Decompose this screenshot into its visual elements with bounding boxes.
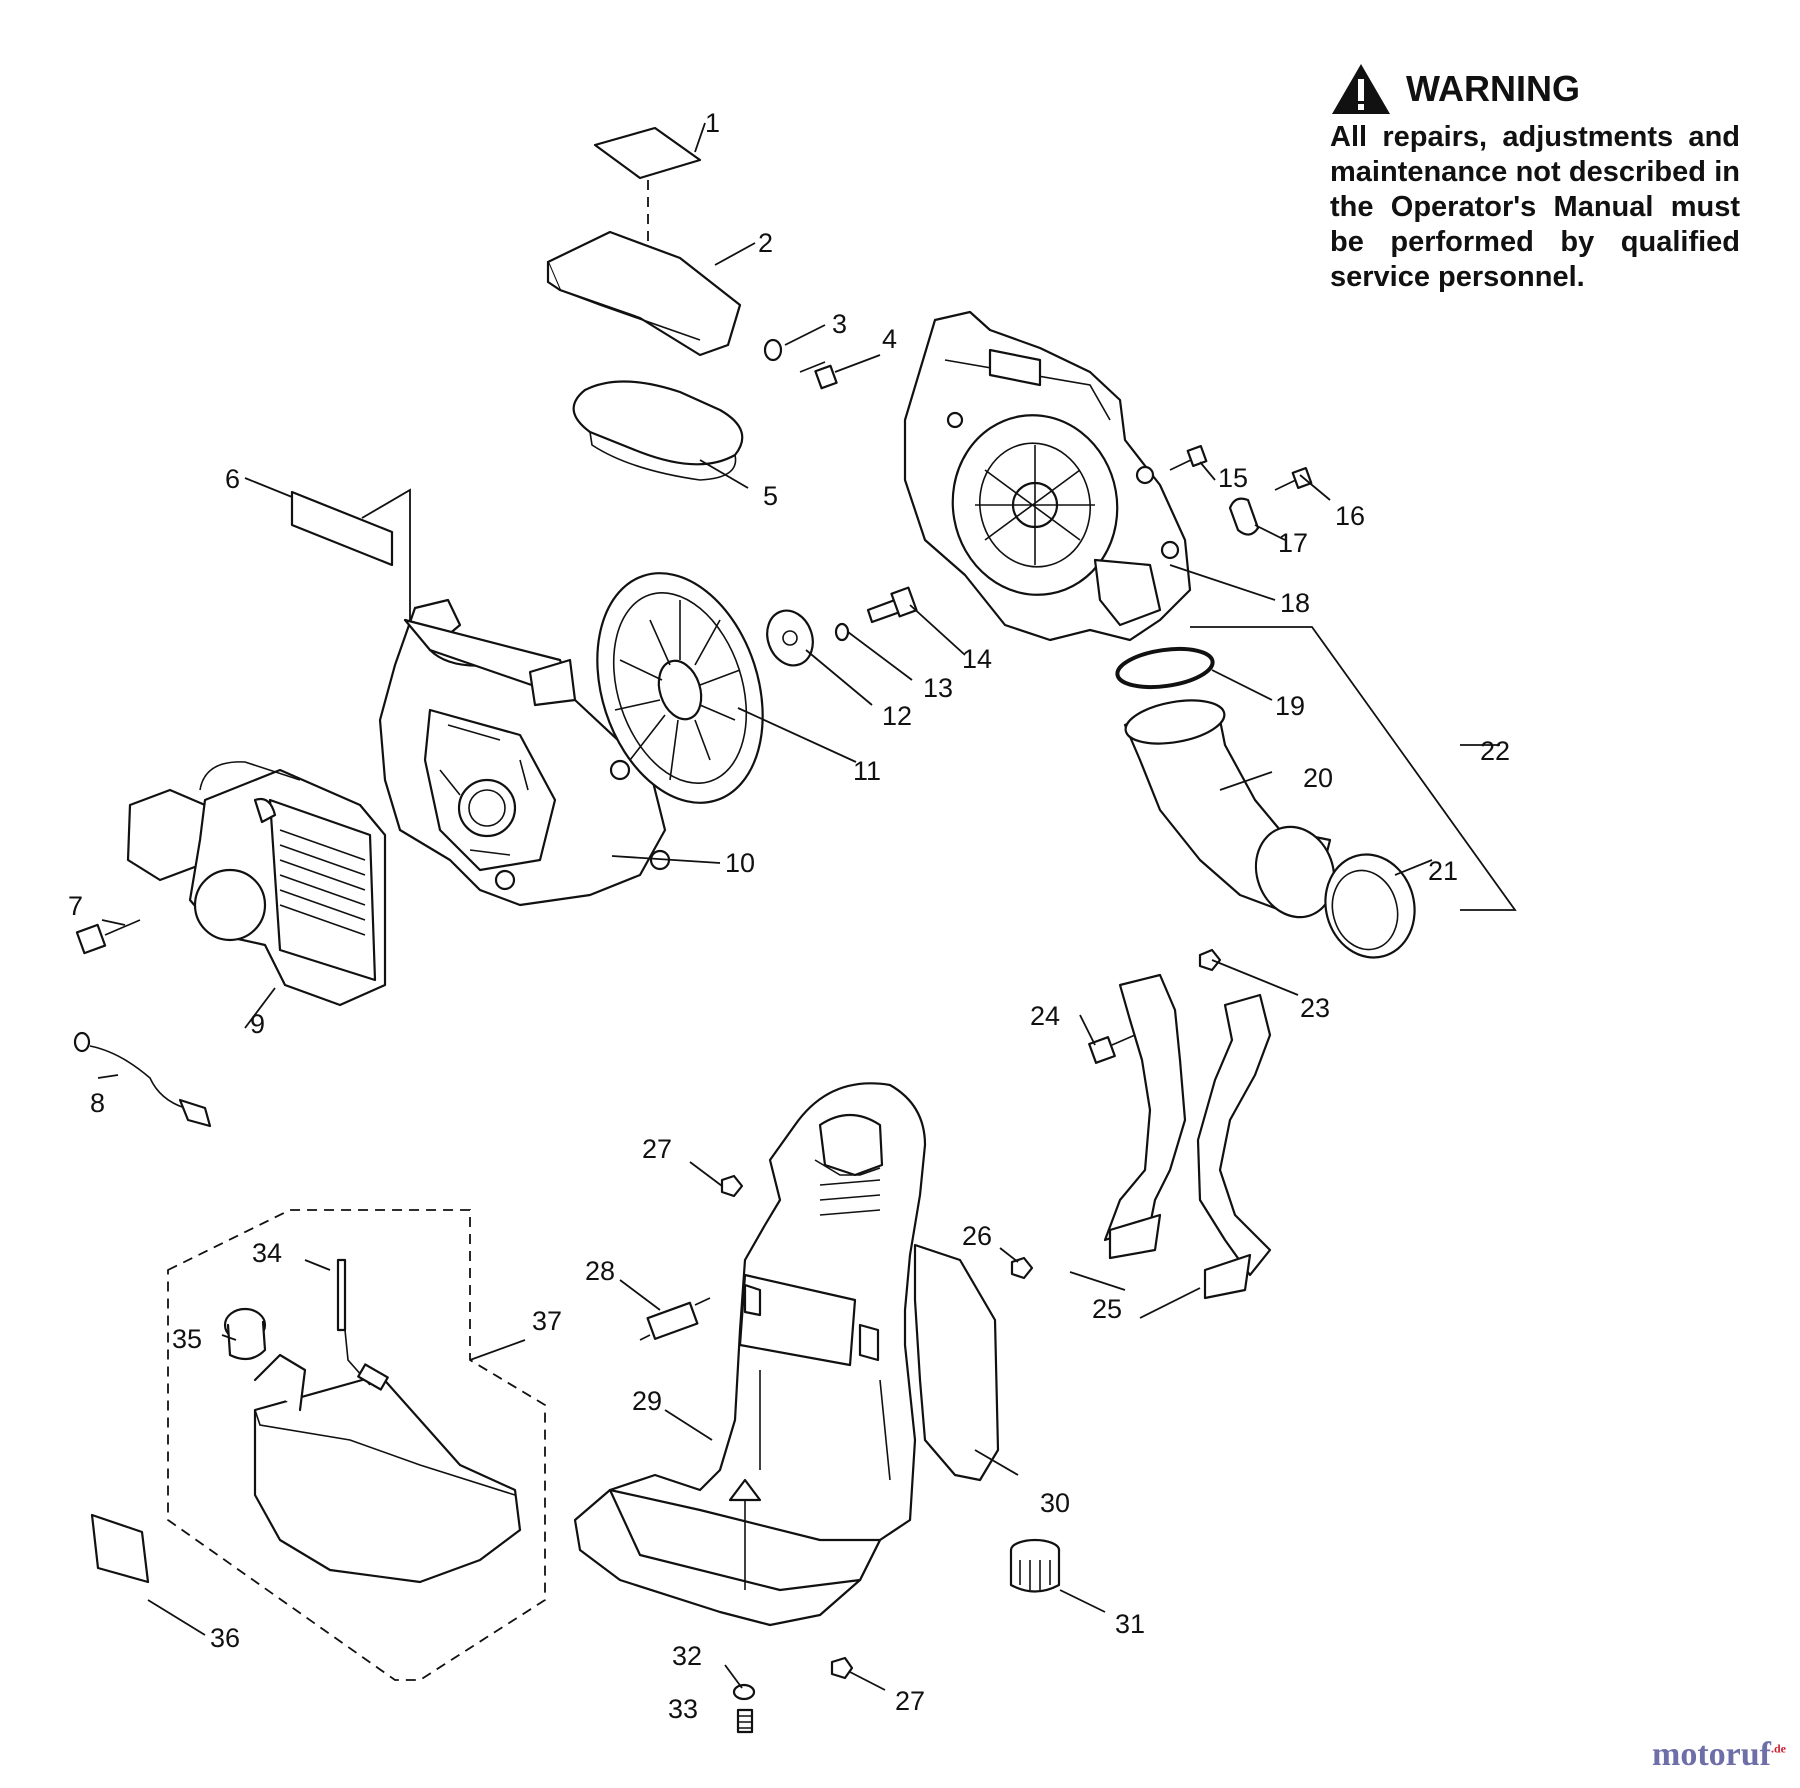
part-6-label	[290, 490, 394, 567]
callout-27: 27	[642, 1134, 672, 1164]
part-34-fuel-line	[336, 1258, 389, 1391]
part-27-nut-lower	[830, 1656, 854, 1680]
callout-10: 10	[725, 848, 755, 878]
part-12-plate	[766, 609, 814, 667]
warning-title: WARNING	[1406, 68, 1580, 109]
callout-numbers: 1 2 3 4 5 6 7 8 9 10 11 12 13 14 15 16 1…	[68, 108, 1510, 1724]
callout-37: 37	[532, 1306, 562, 1336]
part-20-elbow	[1123, 699, 1336, 919]
part-8-lead-wire	[73, 1031, 212, 1128]
callout-34: 34	[252, 1238, 282, 1268]
part-29-backpack-frame	[573, 1082, 927, 1627]
part-18-fan-housing-rear	[903, 310, 1192, 642]
part-21-ring	[1324, 853, 1416, 959]
callout-15: 15	[1218, 463, 1248, 493]
callout-36: 36	[210, 1623, 240, 1653]
part-27-nut	[720, 1174, 744, 1198]
part-16-screw	[1274, 466, 1313, 491]
callout-25: 25	[1092, 1294, 1122, 1324]
leader-lines	[97, 122, 1500, 1691]
part-2-filter-cover	[546, 230, 742, 357]
fuel-label	[90, 1513, 150, 1584]
callout-22: 22	[1480, 736, 1510, 766]
warning-triangle-icon	[1332, 64, 1390, 114]
warning-body: All repairs, adjustments and maintenance…	[1330, 121, 1740, 293]
part-25-shoulder-straps	[1103, 973, 1272, 1300]
part-23-nut	[1198, 948, 1222, 972]
part-26-nut	[1010, 1256, 1034, 1280]
callout-16: 16	[1335, 501, 1365, 531]
fuel-tank-assembly-outline	[167, 1209, 546, 1681]
part-24-bolt	[1088, 1034, 1136, 1064]
callout-29: 29	[632, 1386, 662, 1416]
part-7-bolt	[75, 919, 141, 955]
callout-19: 19	[1275, 691, 1305, 721]
callout-11: 11	[853, 756, 881, 786]
part-30-back-pad	[913, 1243, 1000, 1482]
callout-1: 1	[705, 108, 720, 138]
part-13-washer	[834, 622, 850, 642]
callout-33: 33	[668, 1694, 698, 1724]
part-36-fuel-tank	[253, 1353, 522, 1584]
part-32-washer	[732, 1683, 756, 1701]
callout-6: 6	[225, 464, 240, 494]
part-10-fan-housing	[378, 598, 671, 907]
watermark-suffix: .de	[1771, 1741, 1786, 1756]
part-4-screw	[799, 361, 838, 390]
part-35-fuel-cap	[223, 1307, 267, 1361]
group-bracket-22	[1190, 626, 1517, 911]
warning-heading: WARNING	[1330, 62, 1740, 116]
callout-20: 20	[1303, 763, 1333, 793]
part-15-screw	[1169, 444, 1208, 471]
callout-27-lower: 27	[895, 1686, 925, 1716]
part-28-vibration-damper	[639, 1297, 711, 1341]
callout-21: 21	[1428, 856, 1458, 886]
callout-13: 13	[923, 673, 953, 703]
callout-18: 18	[1280, 588, 1310, 618]
callout-24: 24	[1030, 1001, 1060, 1031]
part-11-impeller	[596, 572, 764, 804]
callout-31: 31	[1115, 1609, 1145, 1639]
callout-4: 4	[882, 324, 897, 354]
watermark-logo: motoruf.de	[1652, 1736, 1786, 1774]
callout-32: 32	[672, 1641, 702, 1671]
part-31-vibration-damper	[1009, 1538, 1061, 1593]
callout-2: 2	[758, 228, 773, 258]
part-19-o-ring	[1115, 646, 1215, 690]
part-1-label	[593, 126, 702, 180]
part-9-engine	[126, 761, 387, 1007]
assembly-line	[361, 488, 411, 640]
callout-5: 5	[763, 481, 778, 511]
callout-35: 35	[172, 1324, 202, 1354]
callout-12: 12	[882, 701, 912, 731]
callout-30: 30	[1040, 1488, 1070, 1518]
watermark-name: motoruf	[1652, 1736, 1771, 1773]
callout-14: 14	[962, 644, 992, 674]
callout-23: 23	[1300, 993, 1330, 1023]
part-3-washer	[763, 338, 783, 362]
callout-9: 9	[250, 1009, 265, 1039]
callout-17: 17	[1278, 528, 1308, 558]
callout-8: 8	[90, 1088, 105, 1118]
callout-28: 28	[585, 1256, 615, 1286]
part-33-screw	[736, 1708, 754, 1734]
callout-26: 26	[962, 1221, 992, 1251]
strap-brackets	[1069, 1271, 1201, 1319]
part-5-filter-element	[572, 380, 744, 481]
callout-3: 3	[832, 309, 847, 339]
warning-notice: WARNING All repairs, adjustments and mai…	[1330, 62, 1740, 295]
part-14-bolt	[866, 586, 918, 624]
callout-7: 7	[68, 891, 83, 921]
part-17-clip	[1228, 497, 1260, 536]
